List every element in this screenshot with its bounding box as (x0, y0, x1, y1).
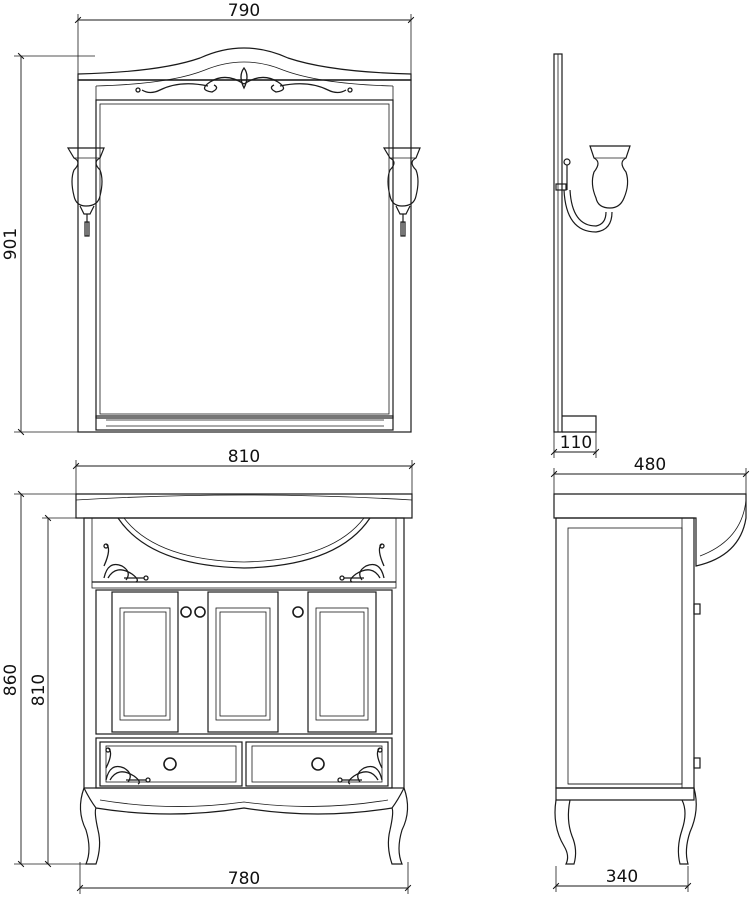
sconce-left (66, 147, 105, 237)
dimension-vanity-base-width: 780 (76, 862, 412, 894)
mirror-side-view: 110 (550, 53, 631, 458)
dimension-mirror-width: 790 (74, 1, 415, 78)
lower-left-ornament (105, 747, 151, 785)
mirror-depth-label: 110 (560, 433, 592, 453)
dimension-vanity-top-depth: 480 (550, 455, 750, 494)
vanity-total-height-label: 860 (1, 664, 21, 696)
dimension-mirror-depth: 110 (550, 432, 600, 458)
drawer-right (245, 741, 389, 787)
vanity-side-view: 480 340 (550, 455, 750, 892)
vanity-top-depth-label: 480 (634, 455, 666, 475)
door-knob-3 (292, 606, 304, 618)
door-center (207, 591, 279, 733)
upper-left-ornament (103, 543, 149, 583)
door-knob-2 (194, 606, 206, 618)
door-knob-1 (180, 606, 192, 618)
drawer-left (99, 741, 243, 787)
vanity-front-view: 810 860 810 (1, 447, 416, 894)
mirror-width-label: 790 (228, 1, 260, 21)
vanity-body-height-label: 810 (29, 674, 49, 706)
dimension-mirror-height: 901 (1, 52, 95, 436)
drawer-knob-right (311, 757, 325, 771)
upper-right-ornament (339, 543, 385, 583)
vanity-body-depth-label: 340 (606, 867, 638, 887)
dimension-vanity-body-height: 810 (29, 514, 84, 868)
sconce-right (382, 147, 421, 237)
mirror-front-view: 790 901 (1, 1, 421, 436)
dimension-vanity-total-height: 860 (1, 490, 86, 868)
door-right (307, 591, 377, 733)
drawer-knob-left (163, 757, 177, 771)
dimension-vanity-body-depth: 340 (552, 866, 692, 892)
vanity-top-width-label: 810 (228, 447, 260, 467)
mirror-height-label: 901 (1, 228, 21, 260)
vanity-base-width-label: 780 (228, 869, 260, 889)
door-left (111, 591, 179, 733)
lower-right-ornament (337, 747, 383, 785)
dimension-vanity-top-width: 810 (72, 447, 416, 494)
crest-ornament (135, 66, 353, 94)
